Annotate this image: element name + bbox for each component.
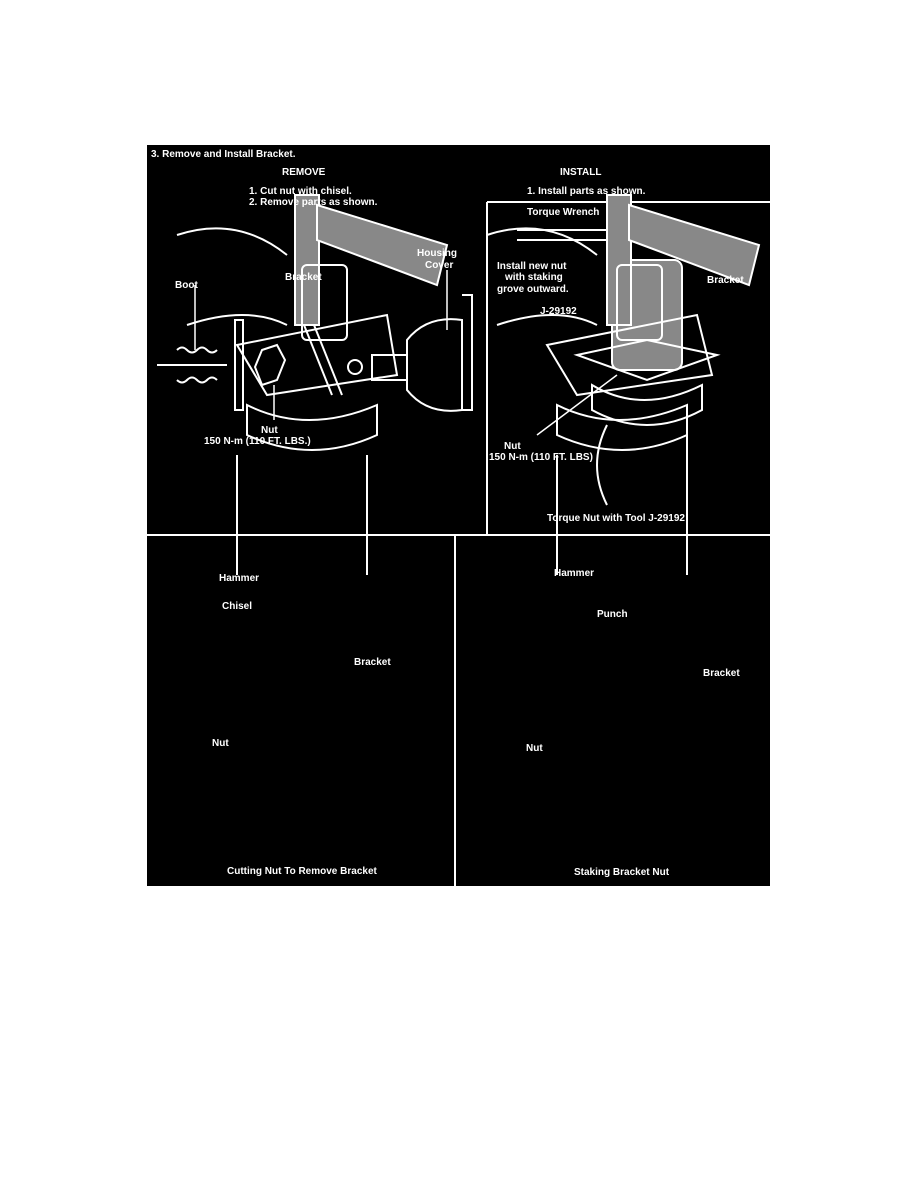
staking-caption: Staking Bracket Nut <box>574 867 670 878</box>
procedure-title: 3. Remove and Install Bracket. <box>151 149 296 160</box>
staking-bracket-label: Bracket <box>703 668 740 679</box>
install-heading: INSTALL <box>560 167 602 178</box>
washer-drawing <box>347 359 363 375</box>
chisel-label: Chisel <box>222 601 253 612</box>
housing-drawing <box>371 294 473 412</box>
hammer-drawing-2 <box>606 194 632 326</box>
remove-heading: REMOVE <box>282 167 326 178</box>
cutting-nut-label: Nut <box>212 738 229 749</box>
nut-torque-label: 150 N-m (110 FT. LBS.) <box>204 436 311 447</box>
staking-hammer-label: Hammer <box>554 568 595 579</box>
install-note-1: Install new nut <box>497 261 567 272</box>
install-torque-label: 150 N-m (110 FT. LBS) <box>489 452 593 463</box>
boot-plate <box>234 319 244 411</box>
install-note-2: with staking <box>505 272 563 283</box>
cover-label: Cover <box>425 260 454 271</box>
install-note-3: grove outward. <box>497 284 569 295</box>
torque-wrench-label: Torque Wrench <box>527 207 600 218</box>
install-bracket-label: Bracket <box>707 275 744 286</box>
bracket-drawing <box>301 319 343 396</box>
install-step-1: 1. Install parts as shown. <box>527 186 646 197</box>
punch-label: Punch <box>597 609 628 620</box>
cutting-bracket-label: Bracket <box>354 657 391 668</box>
illustration-lines <box>147 194 770 886</box>
column-drawing <box>573 338 721 506</box>
bracket-label: Bracket <box>285 272 322 283</box>
housing-label: Housing <box>417 248 457 259</box>
cutting-hammer-label: Hammer <box>219 573 260 584</box>
remove-step-1: 1. Cut nut with chisel. <box>249 186 352 197</box>
hammer-drawing <box>294 194 320 326</box>
install-nut-label: Nut <box>504 441 521 452</box>
boot-label: Boot <box>175 280 198 291</box>
tool-label: J-29192 <box>540 306 577 317</box>
install-caption: Torque Nut with Tool J-29192 <box>547 513 685 524</box>
cutting-assembly-drawing <box>176 227 399 575</box>
staking-assembly-drawing <box>486 227 714 575</box>
boot-drawing <box>157 346 227 384</box>
nut-label: Nut <box>261 425 278 436</box>
cutting-caption: Cutting Nut To Remove Bracket <box>227 866 377 877</box>
nut-drawing <box>253 343 287 387</box>
bracket-procedure-figure: 3. Remove and Install Bracket. REMOVE 1.… <box>147 145 770 886</box>
remove-step-2: 2. Remove parts as shown. <box>249 197 378 208</box>
staking-nut-label: Nut <box>526 743 543 754</box>
